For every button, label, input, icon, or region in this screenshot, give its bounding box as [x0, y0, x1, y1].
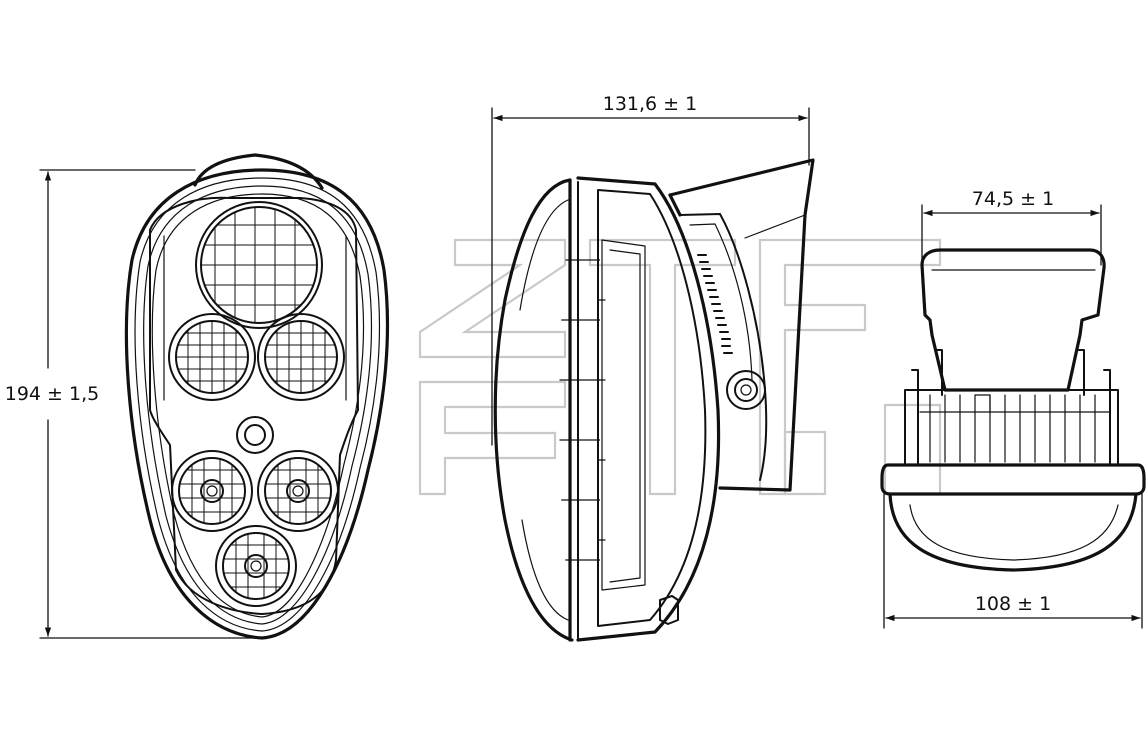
base-width-label: 108 ± 1	[975, 593, 1051, 615]
top-cap	[920, 248, 1106, 392]
length-label: 131,6 ± 1	[603, 93, 697, 115]
top-width-label: 74,5 ± 1	[972, 188, 1054, 210]
lens-pair-middle	[168, 313, 345, 401]
center-screw	[236, 416, 274, 454]
side-fins	[697, 254, 733, 354]
front-view	[124, 153, 390, 640]
side-housing	[576, 176, 721, 642]
top-fin-block	[904, 389, 1119, 466]
mount-bracket	[193, 153, 324, 190]
top-base-flange	[880, 463, 1146, 496]
dimension-length: 131,6 ± 1	[491, 93, 810, 446]
side-connector	[659, 595, 679, 625]
side-adjuster-bolt	[726, 370, 766, 410]
top-view	[880, 248, 1146, 572]
dimension-base-width: 108 ± 1	[883, 493, 1143, 629]
inner-frame	[149, 196, 359, 615]
dimension-height: 194 ± 1,5	[5, 169, 263, 639]
side-rear-cover	[668, 158, 815, 492]
height-label: 194 ± 1,5	[5, 383, 99, 405]
side-view	[493, 158, 815, 642]
lens-high-beam	[195, 201, 323, 329]
lens-group-lower	[171, 450, 339, 607]
dimension-top-width: 74,5 ± 1	[921, 188, 1102, 266]
top-lens-underside	[888, 492, 1138, 572]
side-lens-dome	[493, 178, 574, 642]
